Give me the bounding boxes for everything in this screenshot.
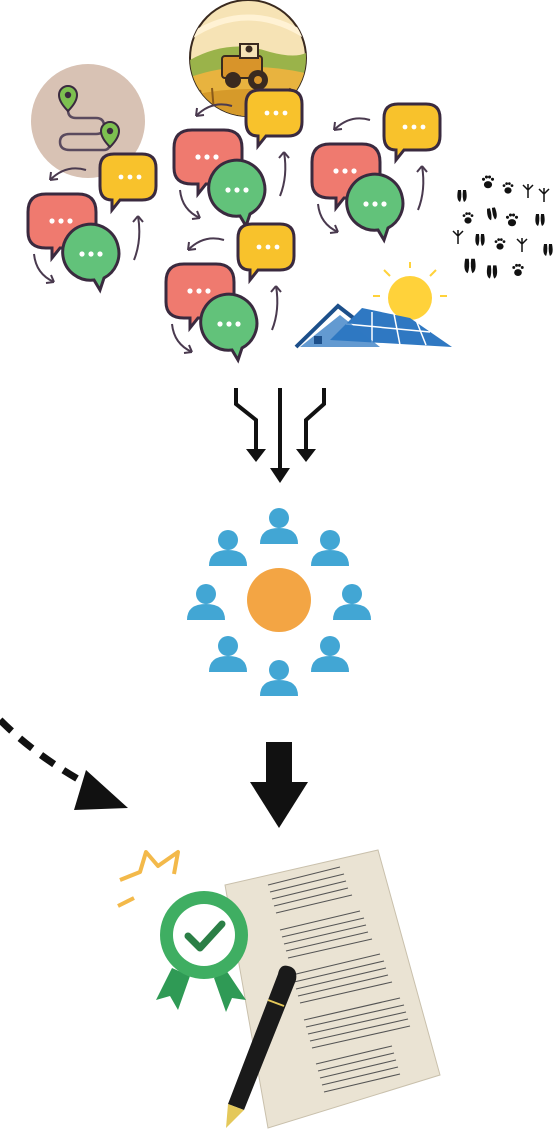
person-icon <box>260 660 298 696</box>
community-circle-icon <box>187 508 371 696</box>
person-icon <box>311 636 349 672</box>
arrowhead-right <box>296 449 316 462</box>
arrowhead-left <box>246 449 266 462</box>
seal-check-icon <box>160 891 248 979</box>
route-map-icon <box>31 64 145 178</box>
ribbon-icon <box>156 968 246 1012</box>
person-icon <box>333 584 371 620</box>
down-arrow <box>250 742 308 828</box>
conversation-group-3 <box>310 102 442 242</box>
conversation-group-4 <box>164 222 296 362</box>
pen-icon <box>226 965 297 1128</box>
signed-certified-document-icon <box>117 849 441 1129</box>
person-icon <box>311 530 349 566</box>
person-icon <box>209 636 247 672</box>
solar-roof-icon <box>294 262 452 349</box>
converging-arrows <box>234 388 326 470</box>
arrowhead-center <box>270 468 290 483</box>
person-icon <box>260 508 298 544</box>
person-icon <box>187 584 225 620</box>
person-icon <box>209 530 247 566</box>
document-paper <box>224 849 441 1129</box>
animal-tracks-icon <box>452 175 553 279</box>
center-circle <box>247 568 311 632</box>
starburst-icon <box>117 850 180 908</box>
dashed-arrow <box>0 717 128 810</box>
